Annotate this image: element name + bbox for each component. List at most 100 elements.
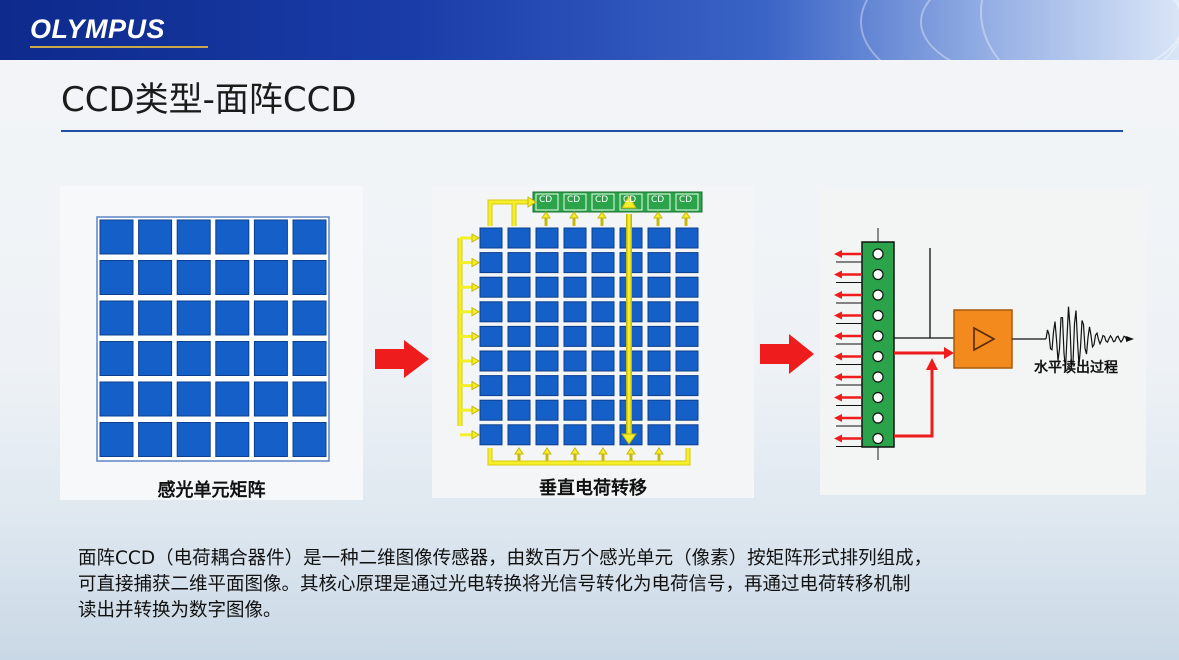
up-arrow-icon — [654, 447, 664, 455]
pixel-cell — [253, 381, 288, 417]
pixel-cell — [479, 424, 503, 446]
cd-label: CD — [595, 195, 609, 205]
charge-well — [872, 268, 884, 281]
pixel-cell — [563, 301, 587, 323]
horizontal-readout-diagram — [834, 228, 1134, 460]
charge-well — [872, 350, 884, 363]
pixel-cell — [675, 301, 699, 323]
right-arrow-icon — [471, 257, 481, 268]
pixel-cell — [675, 375, 699, 397]
pixel-cell — [507, 227, 531, 249]
right-arrow-icon — [471, 233, 481, 243]
right-arrow-icon — [471, 356, 481, 366]
pixel-cell — [292, 341, 327, 376]
pixel-cell — [176, 300, 211, 336]
pixel-cell — [138, 341, 173, 376]
pixel-cell — [647, 424, 671, 446]
pixel-cell — [563, 276, 587, 298]
cd-box — [619, 193, 643, 211]
pixel-cell — [563, 350, 587, 372]
pixel-cell — [535, 301, 559, 323]
pixel-cell — [591, 424, 615, 446]
up-arrow-icon — [597, 211, 607, 219]
pixel-cell — [215, 260, 250, 295]
charge-well — [872, 309, 884, 322]
right-arrow-icon — [471, 306, 481, 317]
horizontal-label: 水平读出过程 — [1034, 360, 1118, 376]
left-arrow-icon — [834, 270, 842, 279]
charge-well — [872, 391, 884, 404]
logo-underline — [30, 46, 208, 48]
pixel-cell — [176, 381, 211, 417]
olympus-logo: OLYMPUS — [30, 14, 166, 44]
right-arrow-icon — [375, 340, 429, 378]
pixel-cell — [479, 227, 503, 249]
pixel-cell — [591, 276, 615, 298]
pixel-cell — [563, 325, 587, 347]
pixel-cell — [591, 325, 615, 347]
left-arrow-icon — [834, 373, 842, 381]
pixel-cell — [292, 300, 327, 336]
pixel-cell — [479, 375, 503, 397]
left-arrow-icon — [834, 434, 842, 443]
up-arrow-icon — [598, 447, 608, 455]
left-arrow-icon — [834, 352, 842, 361]
cd-label: CD — [567, 195, 581, 205]
pixel-cell — [99, 300, 134, 336]
pixel-cell — [591, 252, 615, 274]
pixel-cell — [535, 375, 559, 397]
pixel-cell — [591, 350, 615, 372]
cd-label: CD — [539, 195, 553, 205]
pixel-cell — [215, 381, 250, 417]
pixel-cell — [479, 325, 503, 347]
pixel-cell — [647, 325, 671, 347]
up-arrow-icon — [626, 447, 636, 455]
pixel-cell — [535, 276, 559, 298]
pixel-cell — [563, 399, 587, 421]
description-paragraph: 面阵CCD（电荷耦合器件）是一种二维图像传感器，由数百万个感光单元（像素）按矩阵… — [78, 546, 1118, 624]
pixel-cell — [507, 375, 531, 397]
matrix-panel: 感光单元矩阵 — [60, 186, 363, 501]
pixel-cell — [176, 219, 211, 255]
pixel-cell — [253, 300, 288, 336]
cd-label: CD — [623, 195, 637, 205]
charge-well — [872, 412, 884, 424]
pixel-cell — [479, 301, 503, 323]
pixel-cell — [215, 341, 250, 376]
pixel-cell — [253, 219, 288, 255]
pixel-cell — [99, 219, 134, 255]
cd-label: CD — [679, 195, 693, 205]
vertical-transfer-panel: 垂直电荷转移 CD CD CD CD CD CD — [432, 186, 754, 499]
pixel-cell — [563, 424, 587, 446]
pixel-cell — [647, 227, 671, 249]
pixel-cell — [292, 260, 327, 295]
pixel-cell — [99, 341, 134, 376]
pixel-cell — [675, 252, 699, 274]
up-arrow-icon — [541, 211, 551, 219]
pixel-cell — [535, 252, 559, 274]
paragraph-line: 面阵CCD（电荷耦合器件）是一种二维图像传感器，由数百万个感光单元（像素）按矩阵… — [78, 548, 933, 569]
pixel-cell — [507, 399, 531, 421]
pixel-cell — [507, 350, 531, 372]
charge-well — [872, 330, 884, 342]
pixel-cell — [507, 325, 531, 347]
vertical-transfer-diagram — [457, 191, 703, 466]
header-banner — [0, 0, 1179, 60]
pixel-cell — [563, 375, 587, 397]
pixel-cell — [647, 276, 671, 298]
pixel-cell — [479, 276, 503, 298]
pixel-cell — [591, 399, 615, 421]
pixel-cell — [591, 301, 615, 323]
pixel-cell — [253, 422, 288, 457]
pixel-cell — [535, 350, 559, 372]
charge-well — [872, 289, 884, 301]
charge-well — [872, 432, 884, 445]
pixel-cell — [563, 252, 587, 274]
pixel-cell — [99, 422, 134, 457]
pixel-cell — [253, 260, 288, 295]
pixel-cell — [138, 219, 173, 255]
charge-well — [872, 248, 884, 260]
up-arrow-icon — [569, 211, 579, 219]
pixel-cell — [138, 422, 173, 457]
pixel-cell — [675, 424, 699, 446]
